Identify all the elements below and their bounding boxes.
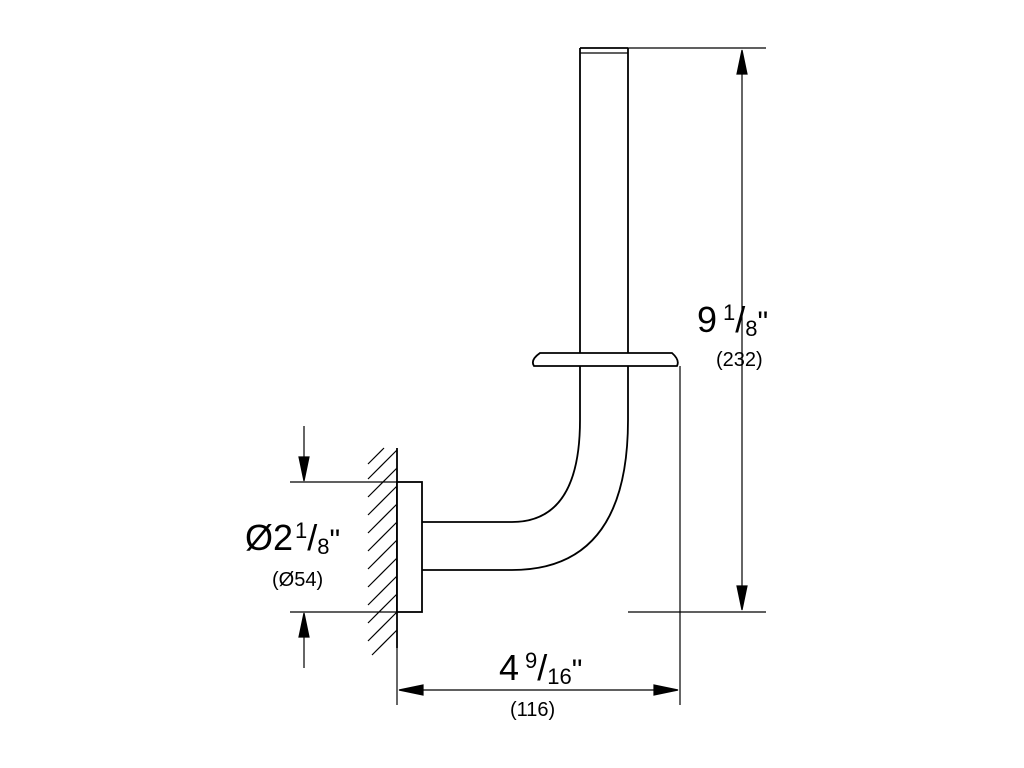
holder-arm-top-edge	[422, 48, 581, 523]
spindle-collar	[531, 352, 679, 367]
rosette-dimension-metric: (Ø54)	[272, 569, 323, 591]
holder-body	[396, 47, 679, 613]
rosette-dimension	[290, 426, 397, 668]
width-dimension	[396, 366, 681, 705]
wall-hatching	[367, 447, 398, 656]
wall	[367, 447, 398, 656]
width-dimension-metric: (116)	[510, 699, 555, 721]
height-dimension	[628, 47, 766, 613]
rosette-plate	[396, 481, 423, 613]
height-dimension-metric: (232)	[716, 349, 763, 371]
rosette-dimension-label: Ø21/8"	[245, 517, 340, 559]
holder-arm-bottom-edge	[422, 48, 629, 571]
